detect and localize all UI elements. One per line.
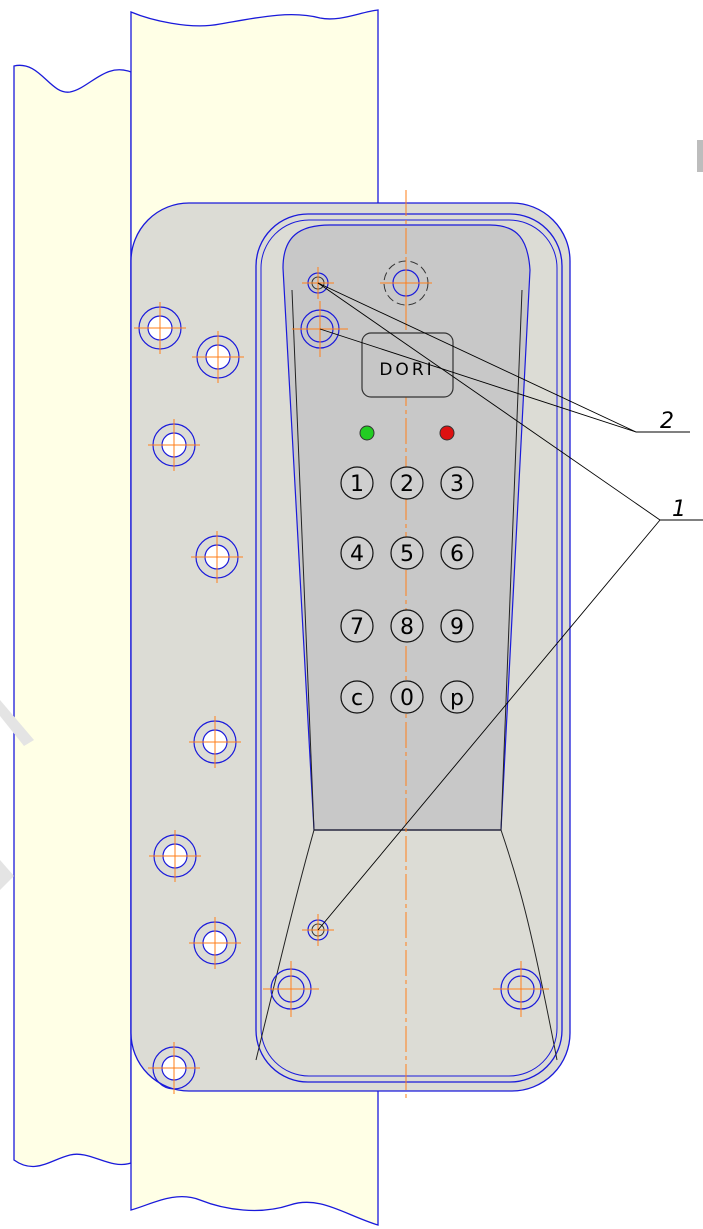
keypad-key-cap [440,609,474,643]
callout-label-2: 2 [660,409,674,434]
keypad-key-label: 8 [400,615,414,640]
keypad-key[interactable]: 6 [440,536,474,570]
keypad-key-label: 7 [350,615,364,640]
face-right-bevel [500,289,558,1061]
keypad-key-label: 0 [400,686,414,711]
keypad-key-label: 2 [400,472,414,497]
keypad-key-cap [340,609,374,643]
keypad-key[interactable]: 5 [390,536,424,570]
keypad-key-cap [340,536,374,570]
keypad-key[interactable]: p [440,680,474,714]
left-rail [13,64,132,1168]
callout-label-1: 1 [672,497,686,522]
keypad-key-label: 4 [350,542,364,567]
keypad-key-label: 1 [350,472,364,497]
leader-2-to-screw [317,282,637,433]
leader-lines [317,282,703,931]
keypad-key-cap [390,466,424,500]
keypad-key-label: 6 [450,542,464,567]
keypad-housing-inner [260,219,558,1077]
keypad-key[interactable]: 9 [440,609,474,643]
plate-hole [189,716,241,768]
keypad-key[interactable]: 1 [340,466,374,500]
plate-hole [189,917,241,969]
plate-hole [191,531,243,583]
logo-plate [361,332,454,398]
keypad-key[interactable]: 4 [340,536,374,570]
top-center-screw [380,257,432,309]
leader-2-to-logo [319,328,637,433]
edge-mark-left-lower [0,860,14,890]
keypad-key-label: 9 [450,615,464,640]
keypad-key-cap [390,609,424,643]
keypad-key-label: 5 [400,542,414,567]
keypad-key-label: p [450,686,464,711]
plate-hole [134,302,186,354]
indicator-led-red [439,425,455,441]
housing-hole [263,961,319,1017]
keypad-key-cap [440,466,474,500]
keypad-key[interactable]: 0 [390,680,424,714]
keypad-key-label: 3 [450,472,464,497]
face-left-bevel [255,289,315,1061]
leader-1-to-top-screw [317,282,661,521]
indicator-led-green [359,425,375,441]
edge-mark-right [697,140,703,172]
housing-hole [493,961,549,1017]
logo-label: DORI [379,360,434,380]
keypad-key[interactable]: 2 [390,466,424,500]
keypad-key-cap [340,466,374,500]
leader-1-to-bottom-screw [317,519,661,931]
plate-hole [149,830,201,882]
plate-hole [192,331,244,383]
keypad: 1 2 3 4 5 6 7 8 9 c 0 p [340,466,474,714]
plate-mounting-holes [134,302,244,1094]
keypad-key[interactable]: 8 [390,609,424,643]
keypad-key[interactable]: 3 [440,466,474,500]
keypad-key-cap [340,680,374,714]
edge-mark-left [0,700,34,746]
keypad-key[interactable]: c [340,680,374,714]
plate-hole [148,419,200,471]
keypad-key-label: c [351,686,363,711]
keypad-key-cap [440,536,474,570]
keypad-key-cap [390,536,424,570]
plate-hole [148,1042,200,1094]
keypad-key-cap [390,680,424,714]
keypad-key[interactable]: 7 [340,609,374,643]
keypad-key-cap [440,680,474,714]
